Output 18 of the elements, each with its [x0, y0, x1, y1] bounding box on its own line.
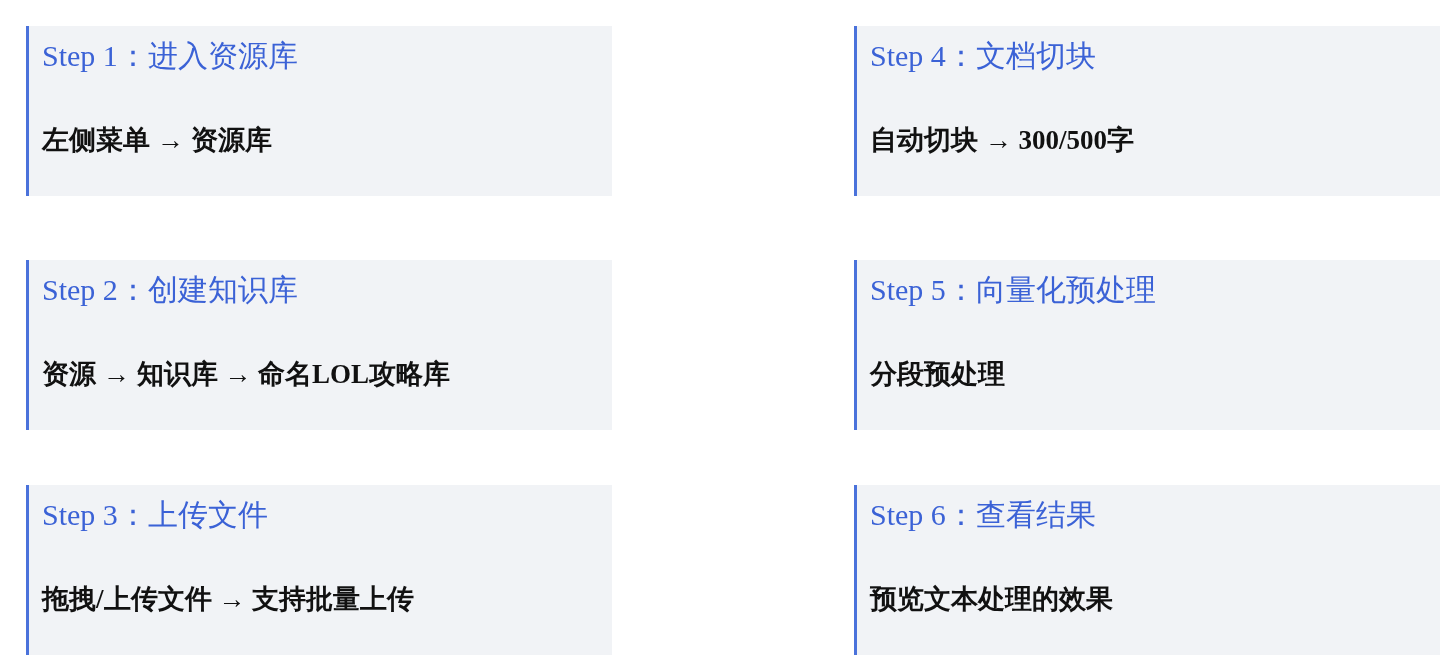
step-description: 预览文本处理的效果	[870, 583, 1113, 616]
step-heading: Step 1：进入资源库	[42, 38, 298, 74]
step-card	[854, 260, 1440, 430]
step-card	[854, 485, 1440, 655]
step-heading: Step 6：查看结果	[870, 497, 1096, 533]
step-description: 资源 → 知识库 → 命名LOL攻略库	[42, 358, 451, 391]
step-card	[854, 26, 1440, 196]
step-card	[26, 260, 612, 430]
step-card	[26, 26, 612, 196]
step-heading: Step 3：上传文件	[42, 497, 268, 533]
step-heading: Step 5：向量化预处理	[870, 272, 1156, 308]
step-description: 拖拽/上传文件 → 支持批量上传	[42, 583, 414, 616]
step-description: 自动切块 → 300/500字	[870, 124, 1134, 157]
step-description: 分段预处理	[870, 358, 1005, 391]
step-heading: Step 4：文档切块	[870, 38, 1096, 74]
step-description: 左侧菜单 → 资源库	[42, 124, 272, 157]
step-heading: Step 2：创建知识库	[42, 272, 298, 308]
step-card	[26, 485, 612, 655]
